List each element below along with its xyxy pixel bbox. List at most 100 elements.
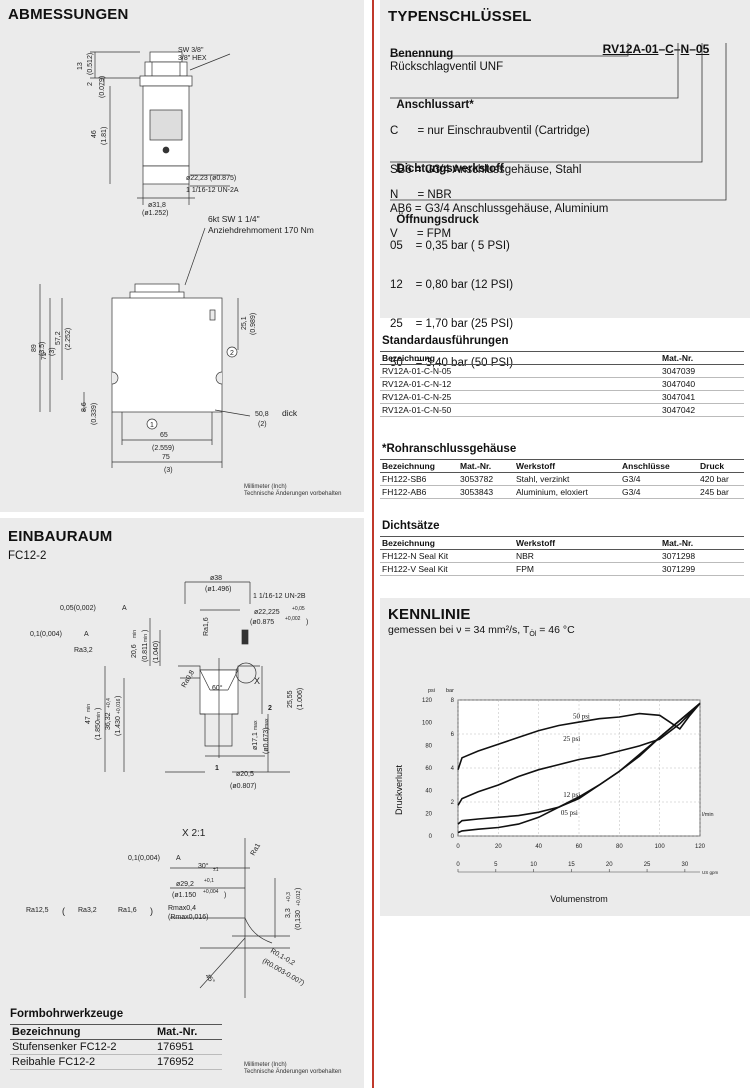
label-tol3ref: A <box>176 855 181 862</box>
standard-cell: 3047042 <box>660 403 744 417</box>
standard-title: Standardausführungen <box>382 335 509 347</box>
x-tick-label: 60 <box>576 844 583 850</box>
label-d33: 3,3 <box>285 908 292 918</box>
typenschluessel-title: TYPENSCHLÜSSEL <box>388 8 532 25</box>
label-rmaxi: (Rmax0,016) <box>168 914 208 921</box>
key-dichtung: Dichtungswerkstoff N = NBR V = FPM <box>390 150 700 254</box>
key-anschlussart-label: Anschlussart* <box>396 99 474 111</box>
einbauraum-title: EINBAURAUM <box>8 528 113 545</box>
label-dia171max: max <box>253 720 259 730</box>
label-dia22tol: +0,05 <box>292 606 305 612</box>
label-tol2ref: A <box>84 631 89 638</box>
x2-tick-label: 5 <box>494 862 498 868</box>
rohr-header: Mat.-Nr. <box>458 459 514 473</box>
label-d1040: (1.040) <box>153 641 160 663</box>
tools-cell: 176951 <box>155 1039 222 1055</box>
label-d2i: (0.079) <box>99 76 106 98</box>
key-line: AB6 = G3/4 Anschlussgehäuse, Aluminium <box>390 203 609 215</box>
label-dia22close: ) <box>306 619 308 626</box>
rohr-table: Bezeichnung Mat.-Nr. Werkstoff Anschlüss… <box>380 459 744 499</box>
tools-cell: 176952 <box>155 1054 222 1070</box>
label-d65i: (2.559) <box>152 445 174 452</box>
y2-tick-label: 60 <box>425 766 432 772</box>
type-code-pressure: 05 <box>695 42 710 56</box>
label-ra16: Ra1,6 <box>203 617 210 636</box>
x-tick-label: 0 <box>456 844 460 850</box>
label-dia38i: (ø1.496) <box>205 586 231 593</box>
label-d46: 46 <box>91 130 98 138</box>
label-d572: 57,2 <box>55 331 62 345</box>
label-d47: 47 <box>85 716 92 724</box>
key-benennung-label: Benennung <box>390 48 454 60</box>
y-tick-label: 6 <box>451 732 455 738</box>
x-axis-label: Volumenstrom <box>550 894 608 904</box>
panel-typenschluessel <box>380 0 750 318</box>
label-thread: 1 1/16-12 UN-2A <box>186 187 239 194</box>
label-d75vi: (3) <box>49 347 56 356</box>
key-line: 05 = 0,35 bar ( 5 PSI) <box>390 240 510 252</box>
y-unit: bar <box>446 688 454 694</box>
label-dia171: ø17,1 <box>252 732 259 750</box>
key-line: SB6 = G3/4 Anschlussgehäuse, Stahl <box>390 164 582 176</box>
label-d47min: min <box>86 704 92 712</box>
dicht-table: Bezeichnung Werkstoff Mat.-Nr. FH122-N S… <box>380 536 744 576</box>
abmessungen-drawing: SW 3/8" 3/8" HEX 13 (0.512) 2 (0.079) 46… <box>31 47 314 474</box>
y2-tick-label: 120 <box>422 698 433 704</box>
label-d33tol: +0,3 <box>286 892 292 902</box>
tools-header-matnr: Mat.-Nr. <box>155 1024 222 1040</box>
tools-title: Formbohrwerkzeuge <box>10 1008 124 1020</box>
table-row: FH122-V Seal Kit FPM 3071299 <box>380 562 744 576</box>
standard-cell: 3047039 <box>660 364 744 378</box>
label-dia292tol: +0,1 <box>204 878 214 884</box>
label-angle30: 30° <box>198 862 209 870</box>
label-d206min: min <box>132 630 138 638</box>
type-code-series: RV12A-01 <box>602 42 659 56</box>
label-d13: 13 <box>77 62 84 70</box>
label-d572i: (2.252) <box>65 328 72 350</box>
label-d251i: (0.989) <box>250 313 257 335</box>
key-line: Rückschlagventil UNF <box>390 61 504 73</box>
label-detail: X 2:1 <box>182 828 206 839</box>
label-d206: 20,6 <box>131 644 138 658</box>
label-d60: 60° <box>212 684 223 692</box>
x2-unit: US gpm <box>702 870 719 875</box>
rohr-cell: Stahl, verzinkt <box>514 472 620 486</box>
rohr-cell: FH122-SB6 <box>380 472 458 486</box>
panel-einbauraum <box>0 518 364 1088</box>
label-d75v: 75 <box>41 352 48 360</box>
label-dia22: ø22,225 <box>254 609 280 616</box>
label-ra32: Ra3,2 <box>74 647 93 654</box>
label-d3632tol: +0,4 <box>106 698 112 708</box>
einbauraum-drawing: ø38 (ø1.496) 1 1/16-12 UN-2B 0,05(0,002)… <box>26 575 308 998</box>
label-d1430tol: +0,016 <box>116 698 122 714</box>
x-tick-label: 80 <box>616 844 623 850</box>
rohr-header: Bezeichnung <box>380 459 458 473</box>
rohr-header: Druck <box>698 459 744 473</box>
dicht-cell: FH122-N Seal Kit <box>380 549 514 563</box>
x-tick-label: 40 <box>535 844 542 850</box>
table-row: Reibahle FC12-2 176952 <box>10 1054 222 1070</box>
label-dia205i: (ø0.807) <box>230 783 256 790</box>
label-dia205: ø20,5 <box>236 771 254 778</box>
table-row: Stufensenker FC12-2 176951 <box>10 1039 222 1055</box>
type-code: RV12A-01–C–N–05 <box>596 28 710 56</box>
label-thread: 1 1/16-12 UN-2B <box>253 593 306 600</box>
dicht-cell: FPM <box>514 562 660 576</box>
y2-tick-label: 80 <box>425 743 432 749</box>
einbauraum-note1: Millimeter (Inch) <box>244 1062 287 1068</box>
abmessungen-title: ABMESSUNGEN <box>8 6 129 23</box>
y2-tick-label: 40 <box>425 789 432 795</box>
key-line: C = nur Einschraubventil (Cartridge) <box>390 125 590 137</box>
x-tick-label: 100 <box>655 844 666 850</box>
label-d65: 65 <box>160 432 168 439</box>
rohr-cell: 3053843 <box>458 485 514 499</box>
standard-header-bezeichnung: Bezeichnung <box>380 351 660 365</box>
dicht-cell: NBR <box>514 549 660 563</box>
label-angle45: 45° <box>203 972 216 985</box>
dicht-cell: 3071298 <box>660 549 744 563</box>
label-tol1ref: A <box>122 605 127 612</box>
